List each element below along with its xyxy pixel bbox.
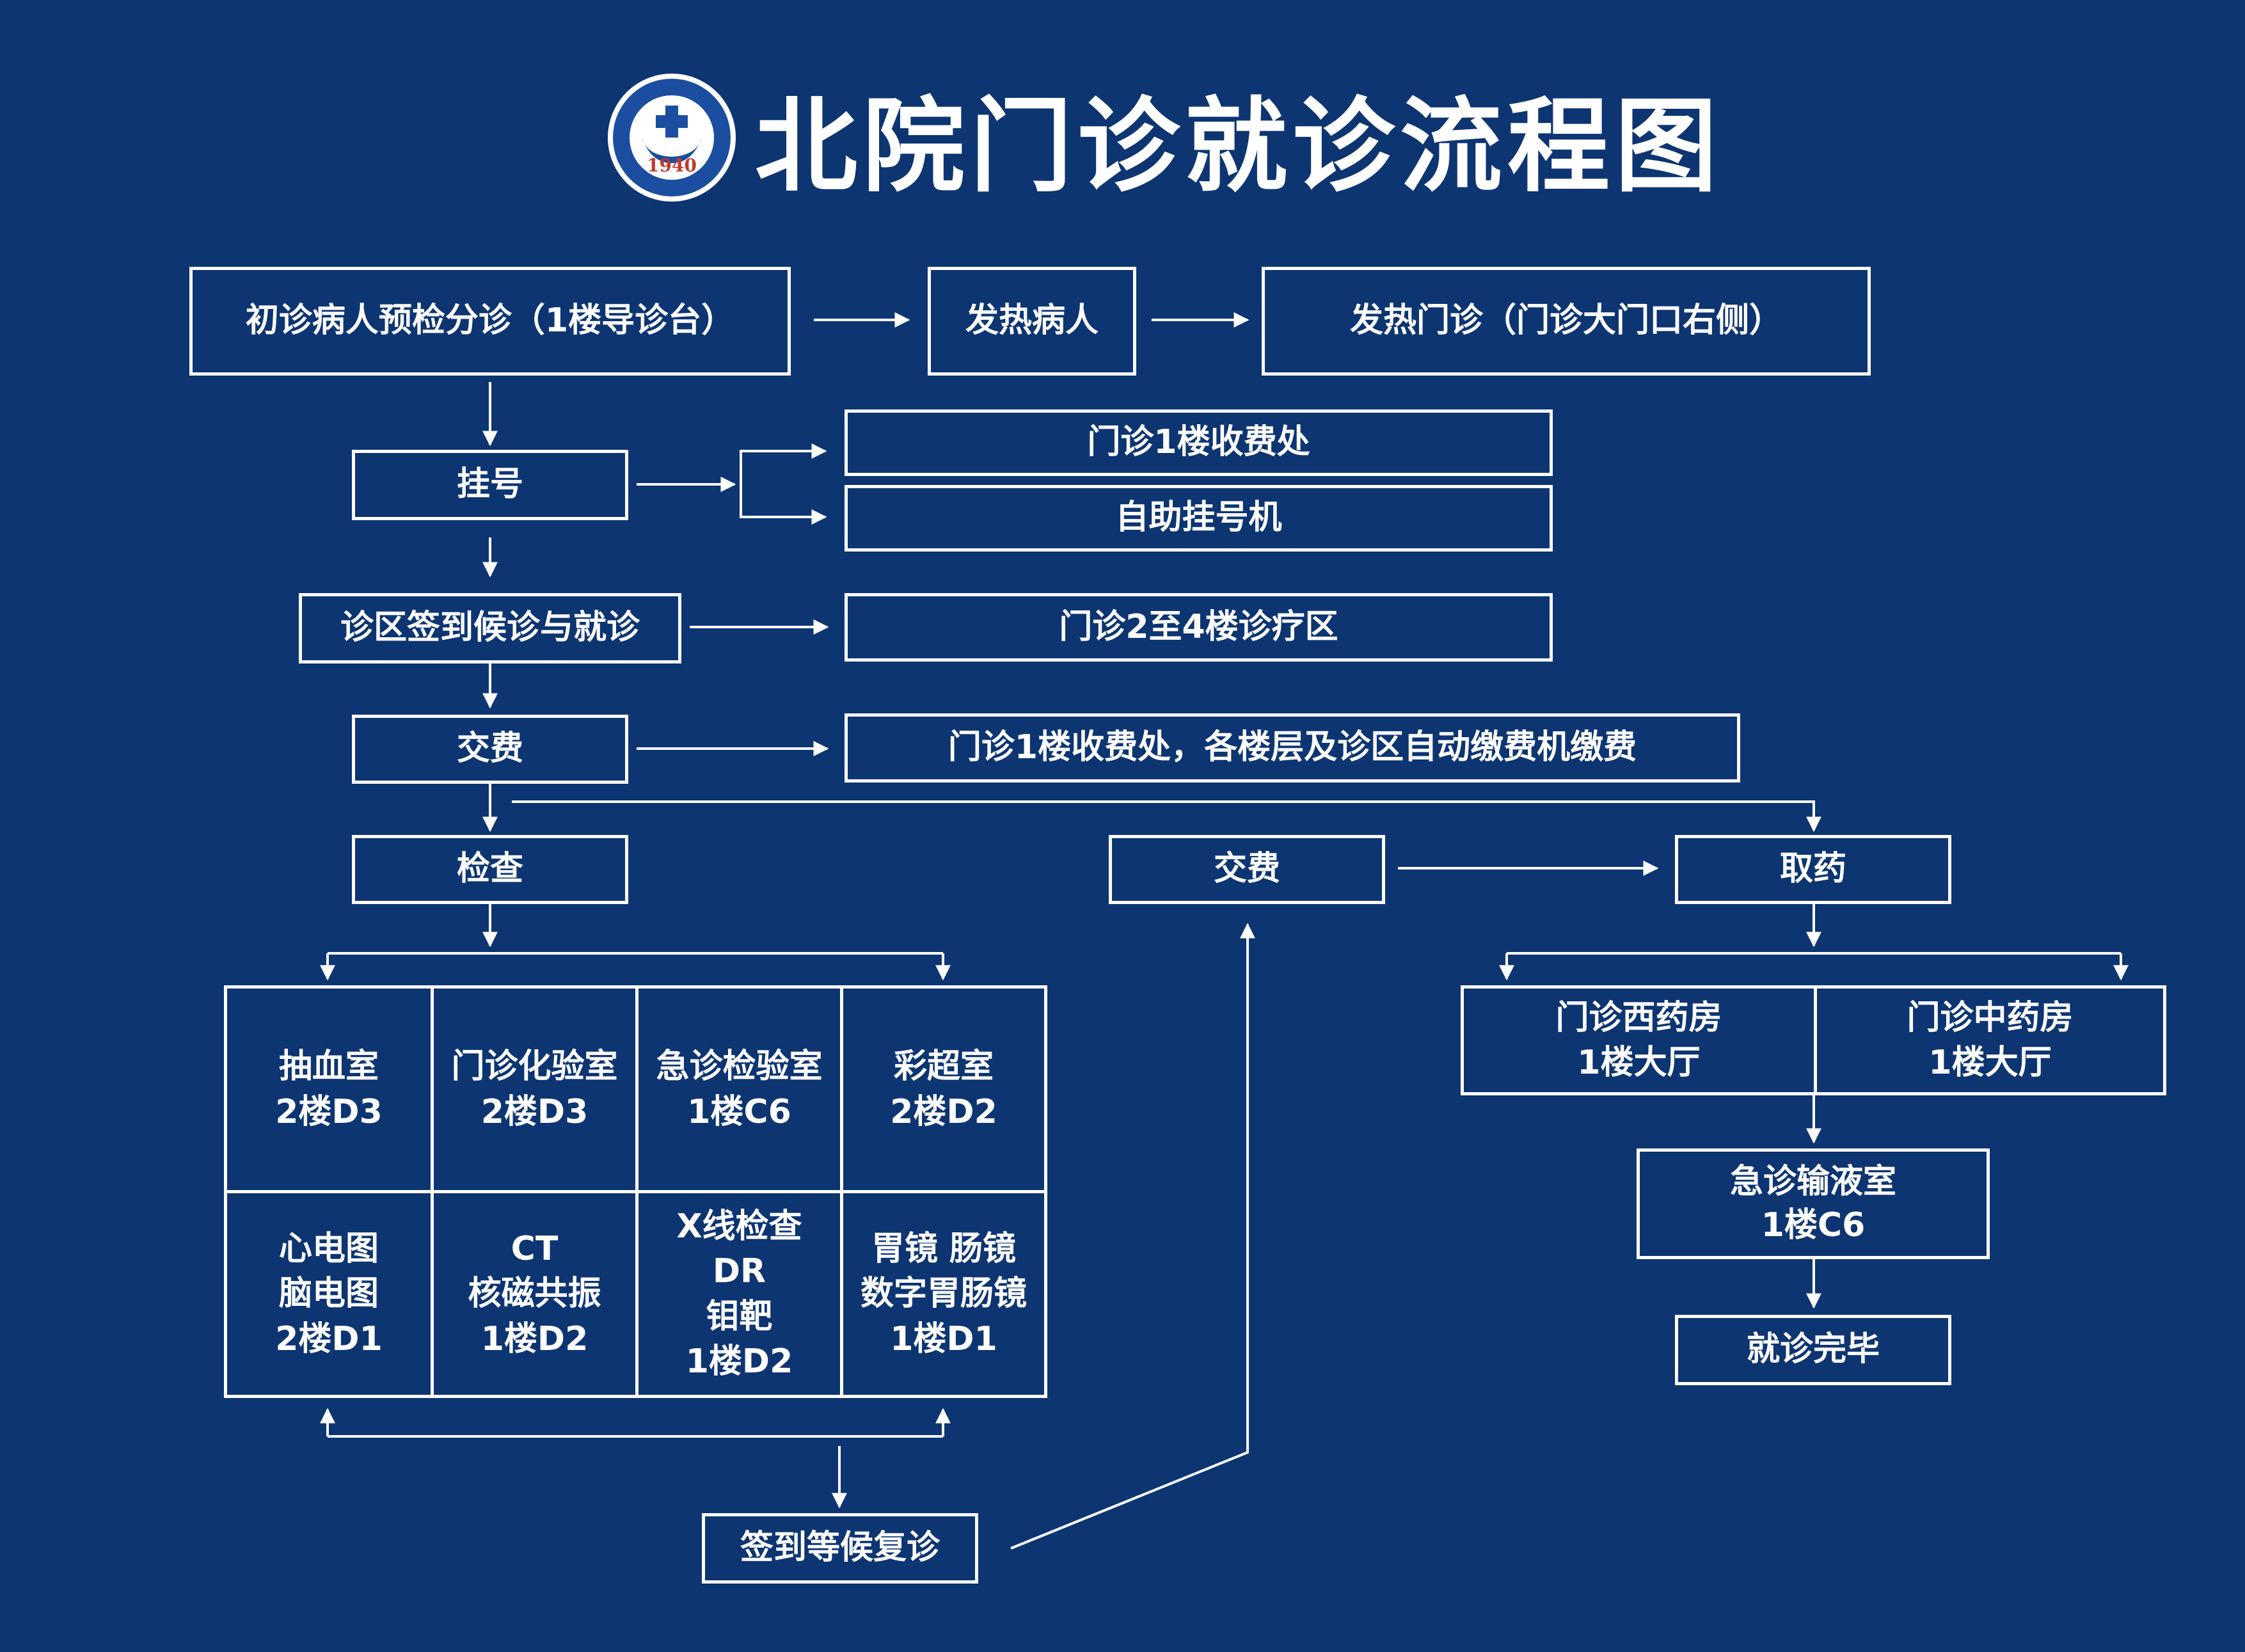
node-get-medicine: 取药	[1675, 835, 1951, 904]
node-fever-clinic: 发热门诊（门诊大门口右侧）	[1262, 267, 1871, 376]
node-self-registration: 自助挂号机	[845, 485, 1553, 552]
node-initial-triage: 初诊病人预检分诊（1楼导诊台）	[189, 267, 791, 376]
arrow-recheck-to-pay2	[1010, 923, 1255, 1550]
node-fever-patient: 发热病人	[928, 267, 1136, 376]
node-done: 就诊完毕	[1675, 1315, 1951, 1385]
node-register: 挂号	[352, 450, 628, 520]
node-checkin-recheck: 签到等候复诊	[702, 1513, 978, 1584]
arrow-pay-to-medicine	[512, 800, 1821, 832]
connector-register-split	[740, 450, 825, 518]
node-pay-2: 交费	[1109, 835, 1385, 904]
node-cashier-1f: 门诊1楼收费处	[845, 409, 1553, 476]
node-pay-places: 门诊1楼收费处，各楼层及诊区自动缴费机缴费	[845, 713, 1740, 782]
node-exam: 检查	[352, 835, 628, 904]
node-checkin-consult: 诊区签到候诊与就诊	[299, 593, 681, 663]
hospital-logo: 1940	[608, 74, 736, 202]
page-title: 北院门诊就诊流程图	[755, 86, 1723, 206]
node-floors-2-4: 门诊2至4楼诊疗区	[845, 593, 1553, 662]
svg-text:1940: 1940	[647, 155, 697, 176]
node-pay-1: 交费	[352, 715, 628, 784]
